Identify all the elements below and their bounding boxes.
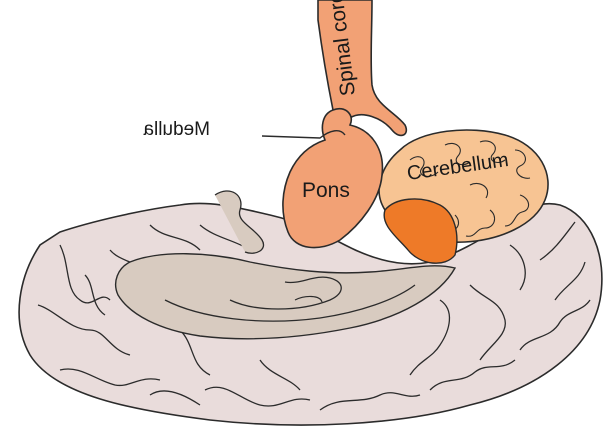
peduncle-region xyxy=(384,199,457,263)
medulla-label: Medulla xyxy=(143,119,210,140)
pons-label: Pons xyxy=(302,179,350,202)
